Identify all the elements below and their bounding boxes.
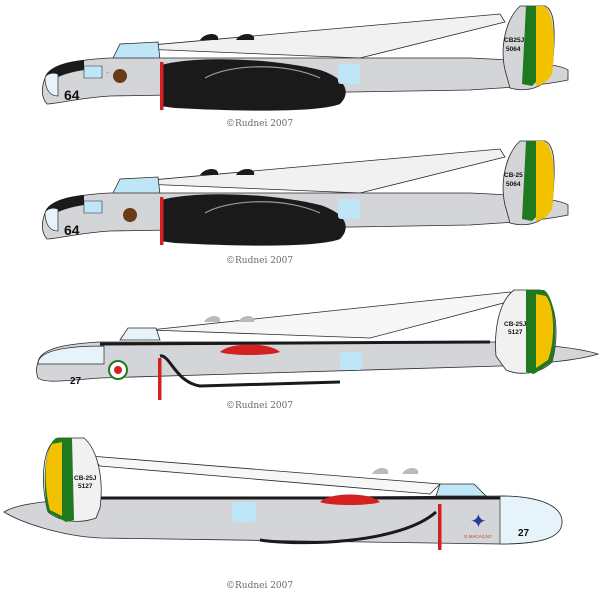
tail-code-line2: 5127 bbox=[508, 329, 523, 336]
belly-line bbox=[259, 510, 437, 545]
dorsal-turret-2 bbox=[238, 316, 255, 322]
red-stripe bbox=[160, 197, 164, 245]
wing bbox=[88, 455, 441, 495]
engine-nacelle bbox=[204, 201, 321, 214]
artist-credit: ©Rudnei 2007 bbox=[226, 401, 293, 411]
side-window bbox=[83, 65, 103, 79]
nose-glazing bbox=[499, 495, 563, 545]
red-stripe bbox=[158, 358, 162, 400]
aircraft-profile-4: ✦ O MACACÃO 27 CB-25J 5127 ©Rudnei 2007 bbox=[3, 437, 563, 591]
aircraft-profile-1: ~ 64 CB25J 5064 ©Rudnei 2007 bbox=[41, 5, 569, 129]
tail-code-line1: CB-25J bbox=[504, 321, 527, 328]
tail-flag-yellow bbox=[536, 294, 554, 368]
waist-window bbox=[338, 199, 360, 219]
cockpit-canopy bbox=[111, 41, 161, 61]
artist-credit: ©Rudnei 2007 bbox=[226, 256, 293, 266]
nose-glazing bbox=[44, 207, 59, 232]
tail-flag-yellow bbox=[536, 141, 554, 221]
dorsal-turret bbox=[372, 468, 389, 474]
artist-credit: ©Rudnei 2007 bbox=[226, 581, 293, 591]
wing bbox=[149, 291, 516, 339]
tail-flag-yellow bbox=[536, 6, 554, 86]
belly-line bbox=[159, 354, 341, 388]
nose-art-icon bbox=[123, 208, 137, 222]
dorsal-turret bbox=[204, 316, 221, 322]
nose-glazing bbox=[44, 72, 59, 97]
waist-window bbox=[338, 64, 360, 84]
cheat-line bbox=[99, 340, 491, 346]
engine-nacelle bbox=[204, 66, 321, 79]
tail-code-line2: 5064 bbox=[506, 46, 521, 53]
waist-window bbox=[340, 352, 362, 370]
wing bbox=[117, 148, 506, 194]
dorsal-turret-2 bbox=[402, 468, 419, 474]
aircraft-profile-2: 64 CB-25 5064 ©Rudnei 2007 bbox=[41, 140, 569, 266]
dorsal-turret bbox=[200, 169, 219, 175]
dorsal-turret-2 bbox=[236, 169, 255, 175]
nose-art-icon: ✦ bbox=[470, 511, 487, 533]
nose-art-icon bbox=[113, 69, 127, 83]
tail-code-line2: 5064 bbox=[506, 181, 521, 188]
tail-flag-yellow bbox=[45, 442, 62, 516]
nose-glazing bbox=[37, 345, 105, 365]
nose-number: 27 bbox=[518, 528, 530, 539]
black-paint-belly bbox=[160, 59, 346, 111]
insignia-red-disc bbox=[220, 344, 280, 355]
nose-number: 27 bbox=[70, 376, 82, 387]
red-stripe bbox=[438, 504, 442, 550]
cockpit-canopy bbox=[119, 327, 161, 341]
tail-code-line1: CB-25 bbox=[504, 172, 523, 179]
insignia-red-disc bbox=[320, 494, 380, 505]
tail-code-line1: CB-25J bbox=[74, 475, 97, 482]
side-window bbox=[83, 200, 103, 214]
tail-code-line2: 5127 bbox=[78, 483, 93, 490]
nose-number: 64 bbox=[64, 87, 80, 103]
dorsal-turret-2 bbox=[236, 34, 255, 40]
tail-code-line1: CB25J bbox=[504, 37, 525, 44]
aircraft-profile-3: 27 CB-25J 5127 ©Rudnei 2007 bbox=[36, 289, 600, 411]
wing bbox=[117, 13, 506, 59]
black-paint-belly bbox=[160, 194, 346, 246]
artist-credit: ©Rudnei 2007 bbox=[226, 119, 293, 129]
cockpit-canopy bbox=[111, 176, 161, 196]
dorsal-turret bbox=[200, 34, 219, 40]
waist-window bbox=[232, 502, 256, 522]
nose-art-nickname: O MACACÃO bbox=[464, 533, 492, 539]
nose-number: 64 bbox=[64, 222, 80, 238]
red-stripe bbox=[160, 62, 164, 110]
svg-text:~: ~ bbox=[106, 70, 109, 75]
cockpit-canopy bbox=[435, 483, 487, 497]
